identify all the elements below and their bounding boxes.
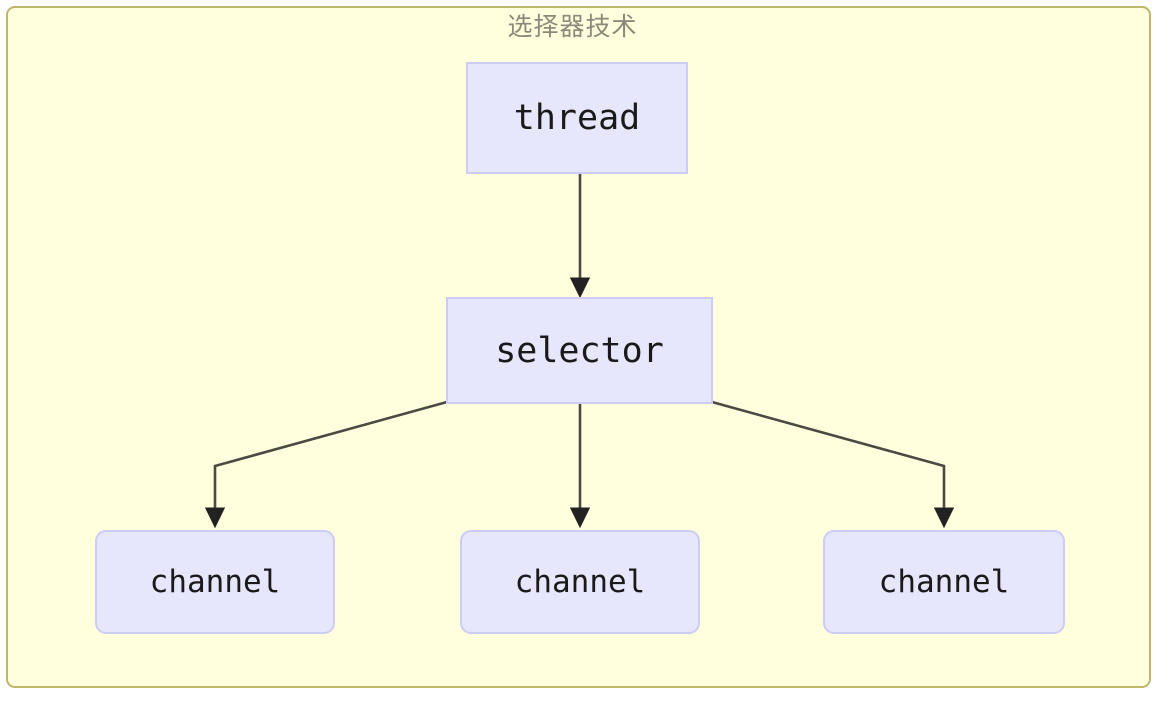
node-thread[interactable]: thread [466,62,688,174]
node-channel-middle[interactable]: channel [460,530,700,634]
diagram-title: 选择器技术 [507,14,638,41]
node-channel-middle-label: channel [514,564,646,600]
node-thread-label: thread [513,98,641,138]
node-selector-label: selector [495,330,664,371]
node-channel-left-label: channel [149,564,281,600]
node-channel-right[interactable]: channel [823,530,1065,634]
node-channel-left[interactable]: channel [95,530,335,634]
node-selector[interactable]: selector [446,297,713,404]
node-channel-right-label: channel [878,564,1010,600]
